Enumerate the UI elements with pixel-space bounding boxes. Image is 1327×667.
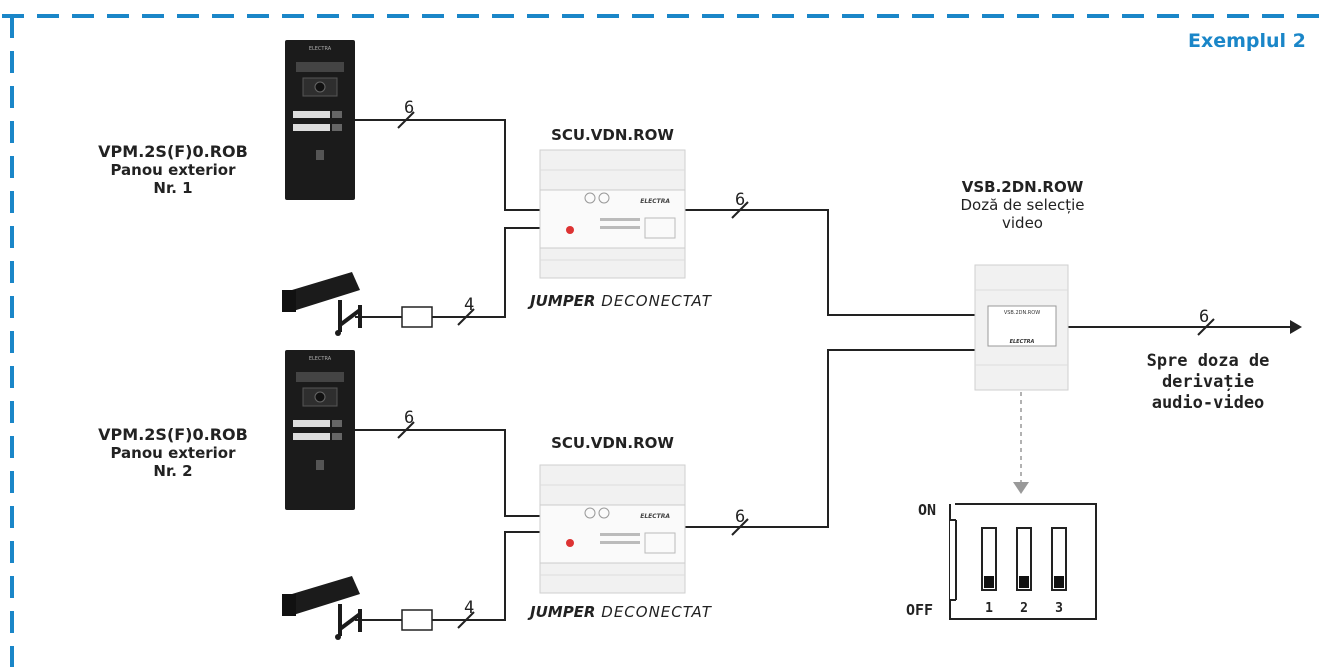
- svg-text:ELECTRA: ELECTRA: [1010, 339, 1035, 345]
- scu-2-model: SCU.VDN.ROW: [551, 434, 674, 452]
- dip-number-1: 1: [985, 601, 993, 616]
- svg-text:ELECTRA: ELECTRA: [309, 356, 332, 362]
- output-arrow-icon: [1290, 320, 1302, 334]
- scu-1-jumper-state: DECONECTAT: [601, 292, 712, 310]
- scu-1-jumper-label: JUMPER DECONECTAT: [530, 292, 712, 310]
- wire-count-output: 6: [1199, 307, 1209, 327]
- wire-count-camera-1: 4: [464, 295, 474, 315]
- svg-text:ELECTRA: ELECTRA: [640, 513, 670, 520]
- vsb-box: VSB.2DN.ROW ELECTRA: [974, 264, 1069, 391]
- dip-number-2: 2: [1020, 601, 1028, 616]
- wire-scu-2-out: [685, 349, 975, 528]
- wire-count-scu-1: 6: [735, 190, 745, 210]
- scu-1-model: SCU.VDN.ROW: [551, 126, 674, 144]
- wire-scu-1-out: [685, 209, 975, 316]
- scu-2-jumper-label: JUMPER DECONECTAT: [530, 603, 712, 621]
- wire-panel-1: [355, 119, 540, 211]
- vsb-desc-line2: video: [1002, 214, 1043, 232]
- example-title: Exemplul 2: [1188, 30, 1306, 52]
- outdoor-panel-2: ELECTRA: [285, 350, 355, 510]
- dip-slot-1: [981, 527, 997, 591]
- svg-text:VSB.2DN.ROW: VSB.2DN.ROW: [1004, 310, 1040, 316]
- tick-scu-1: [731, 201, 749, 219]
- dip-slot-2: [1016, 527, 1032, 591]
- down-arrow-icon: [1013, 482, 1029, 494]
- dip-knob-1: [984, 576, 994, 588]
- wire-camera-2: [355, 531, 540, 621]
- dip-off-label: OFF: [906, 601, 934, 619]
- wire-count-panel-1: 6: [404, 98, 414, 118]
- panel-1-num: Nr. 1: [153, 179, 193, 197]
- wire-panel-2: [355, 429, 540, 517]
- wires: [355, 111, 1290, 629]
- dip-switch: [949, 503, 1097, 620]
- vsb-label: VSB.2DN.ROW Doză de selecție video: [935, 178, 1110, 232]
- dip-on-label: ON: [918, 501, 937, 519]
- panel-2-label: VPM.2S(F)0.ROB Panou exterior Nr. 2: [78, 425, 268, 480]
- panel-2-num: Nr. 2: [153, 462, 193, 480]
- panel-1-desc: Panou exterior: [110, 161, 236, 179]
- wire-count-scu-2: 6: [735, 507, 745, 527]
- tick-panel-2: [397, 421, 415, 439]
- dip-switch-numbers: 1 2 3: [985, 601, 1063, 616]
- dip-switch-slots: [981, 527, 1067, 591]
- tick-output: [1197, 318, 1215, 336]
- svg-text:ELECTRA: ELECTRA: [640, 198, 670, 205]
- panel-1-model: VPM.2S(F)0.ROB: [98, 142, 248, 161]
- panel-2-desc: Panou exterior: [110, 444, 236, 462]
- wire-count-camera-2: 4: [464, 598, 474, 618]
- output-line3: audio-video: [1151, 393, 1265, 413]
- output-line1: Spre doza de: [1146, 351, 1270, 371]
- scu-2-jumper-state: DECONECTAT: [601, 603, 712, 621]
- dip-number-3: 3: [1055, 601, 1063, 616]
- camera-1-icon: [282, 272, 433, 336]
- svg-text:ELECTRA: ELECTRA: [309, 46, 332, 52]
- panel-1-label: VPM.2S(F)0.ROB Panou exterior Nr. 1: [78, 142, 268, 197]
- scu-unit-2: ELECTRA: [539, 464, 686, 594]
- tick-cam-2: [457, 611, 475, 629]
- outdoor-panel-1: ELECTRA: [285, 40, 355, 200]
- camera-2-icon: [282, 576, 433, 640]
- scu-1-jumper-word: JUMPER: [530, 292, 596, 310]
- dip-knob-2: [1019, 576, 1029, 588]
- vsb-model: VSB.2DN.ROW: [961, 178, 1084, 196]
- dip-slot-3: [1051, 527, 1067, 591]
- dip-knob-3: [1054, 576, 1064, 588]
- wire-count-panel-2: 6: [404, 408, 414, 428]
- tick-cam-1: [457, 308, 475, 326]
- tick-panel-1: [397, 111, 415, 129]
- panel-2-model: VPM.2S(F)0.ROB: [98, 425, 248, 444]
- scu-2-jumper-word: JUMPER: [530, 603, 596, 621]
- tick-scu-2: [731, 518, 749, 536]
- output-line2: derivație: [1161, 372, 1255, 392]
- output-destination-label: Spre doza de derivație audio-video: [1108, 351, 1308, 414]
- vsb-desc-line1: Doză de selecție: [960, 196, 1085, 214]
- scu-unit-1: ELECTRA: [539, 149, 686, 279]
- wire-camera-1: [355, 227, 540, 318]
